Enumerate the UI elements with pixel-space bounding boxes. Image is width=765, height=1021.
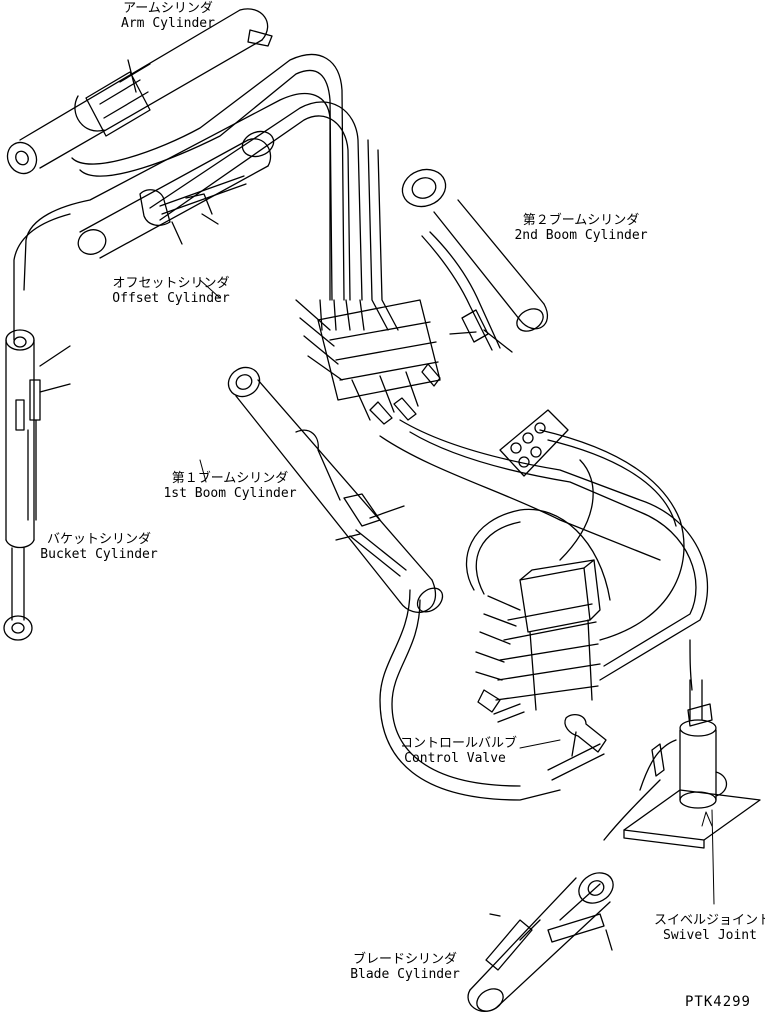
offset-cylinder-label: オフセットシリンダ Offset Cylinder: [96, 276, 246, 306]
blade-cylinder-label: ブレードシリンダ Blade Cylinder: [340, 952, 470, 982]
blade-cylinder-label-en: Blade Cylinder: [350, 967, 460, 982]
swivel-joint-drawing: [623, 639, 761, 849]
boom1-cylinder-label-en: 1st Boom Cylinder: [163, 486, 297, 501]
bucket-cylinder-label-en: Bucket Cylinder: [40, 547, 158, 562]
bucket-cylinder-label-jp: バケットシリンダ: [46, 532, 151, 547]
boom2-cylinder-label-en: 2nd Boom Cylinder: [514, 228, 648, 243]
swivel-joint-label-en: Swivel Joint: [663, 928, 757, 943]
bucket-cylinder-drawing: [3, 329, 71, 641]
drawing-code: PTK4299: [684, 994, 751, 1010]
swivel-leader-arrow: [701, 811, 713, 827]
upper-hose-bundle: [13, 53, 399, 341]
arm-cylinder-label-en: Arm Cylinder: [121, 16, 215, 31]
boom1-cylinder-label: 第１ブームシリンダ 1st Boom Cylinder: [150, 471, 310, 501]
control-valve-label: コントロールバルブ Control Valve: [400, 736, 518, 766]
lower-hose-loops: [379, 419, 708, 801]
boom1-leader: [199, 459, 207, 483]
arm-cylinder-drawing: [6, 8, 273, 175]
boom1-cylinder-label-jp: 第１ブームシリンダ: [171, 471, 289, 486]
control-valve-label-jp: コントロールバルブ: [400, 736, 518, 751]
offset-cylinder-drawing: [77, 130, 275, 259]
offset-cylinder-label-en: Offset Cylinder: [112, 291, 230, 306]
arm-cylinder-label: アームシリンダ Arm Cylinder: [98, 1, 238, 31]
offset-cylinder-label-jp: オフセットシリンダ: [112, 276, 230, 291]
leader-lines: [199, 279, 715, 905]
boom1-cylinder-drawing: [227, 366, 444, 613]
boom2-cylinder-label: 第２ブームシリンダ 2nd Boom Cylinder: [496, 213, 666, 243]
arm-cylinder-label-jp: アームシリンダ: [123, 1, 213, 16]
control-valve-leader: [519, 739, 561, 749]
upper-fitting-cluster: [295, 299, 441, 425]
swivel-joint-label-jp: スイベルジョイント: [654, 913, 765, 928]
blade-cylinder-label-jp: ブレードシリンダ: [352, 952, 457, 967]
swivel-leader: [711, 809, 715, 905]
swivel-joint-label: スイベルジョイント Swivel Joint: [654, 913, 765, 943]
boom2-cylinder-label-jp: 第２ブームシリンダ: [522, 213, 640, 228]
boom2-cylinder-drawing: [401, 168, 549, 353]
manifold-block-drawing: [499, 409, 569, 477]
control-valve-drawing: [475, 559, 607, 781]
bucket-cylinder-label: バケットシリンダ Bucket Cylinder: [24, 532, 174, 562]
blade-cylinder-drawing: [467, 779, 661, 1013]
offset-leader: [199, 279, 221, 299]
control-valve-label-en: Control Valve: [404, 751, 506, 766]
